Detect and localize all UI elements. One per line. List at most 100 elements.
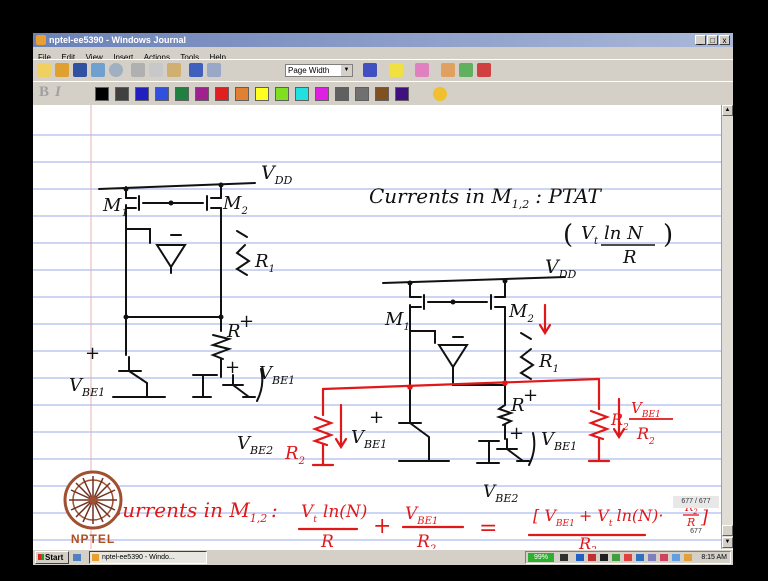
zoom-value: Page Width xyxy=(288,66,330,75)
paste-icon[interactable] xyxy=(167,63,181,77)
color-swatch[interactable] xyxy=(315,87,329,101)
term3-ratio-den: R xyxy=(686,516,695,529)
chevron-down-icon[interactable]: ▼ xyxy=(341,65,352,76)
color-swatch[interactable] xyxy=(215,87,229,101)
close-button[interactable]: x xyxy=(719,35,730,45)
color-swatch[interactable] xyxy=(355,87,369,101)
tray-wifi-icon[interactable] xyxy=(672,554,680,561)
menu-insert[interactable]: Insert xyxy=(113,53,134,62)
menu-help[interactable]: Help xyxy=(209,53,226,62)
clock: 8:15 AM xyxy=(701,554,727,561)
start-label: Start xyxy=(45,553,64,562)
color-swatch[interactable] xyxy=(155,87,169,101)
menu-view[interactable]: View xyxy=(85,53,103,62)
journal-page[interactable]: VDD M1 M2 R1 R + + + VBE1 VBE1 Currents … xyxy=(33,105,721,549)
vbe1-label-right: VBE1 xyxy=(351,427,387,451)
open-icon[interactable] xyxy=(55,63,69,77)
highlight-color-icon[interactable] xyxy=(433,87,447,101)
red-colon: : xyxy=(271,498,278,522)
r1-label-left: R1 xyxy=(254,251,275,275)
undo-icon[interactable] xyxy=(189,63,203,77)
heading-currents: Currents in M1,2: PTAT xyxy=(369,184,602,211)
italic-button[interactable]: I xyxy=(55,84,61,100)
lasso-icon[interactable] xyxy=(441,63,455,77)
ptat-paren-close: ) xyxy=(663,220,673,250)
term1-denominator: R xyxy=(320,532,334,549)
tray-app-icon[interactable] xyxy=(600,554,608,561)
scroll-thumb[interactable] xyxy=(722,525,733,536)
zoom-select[interactable]: Page Width ▼ xyxy=(285,64,353,77)
start-button[interactable]: Start xyxy=(35,551,69,564)
bold-button[interactable]: B xyxy=(39,84,50,100)
color-swatch[interactable] xyxy=(395,87,409,101)
taskbar-item-label: nptel-ee5390 - Windo... xyxy=(102,554,175,561)
journal-task-icon xyxy=(92,554,99,561)
vbe1-over-r2-den: R2 xyxy=(636,424,655,447)
eraser-icon[interactable] xyxy=(415,63,429,77)
color-swatch[interactable] xyxy=(135,87,149,101)
cut-icon[interactable] xyxy=(131,63,145,77)
red-annotations xyxy=(297,303,647,537)
nptel-logo-text: NPTEL xyxy=(70,532,116,546)
vertical-scrollbar[interactable]: ▲ ▼ xyxy=(721,105,733,549)
menu-edit[interactable]: Edit xyxy=(61,53,76,62)
window-title: nptel-ee5390 - Windows Journal xyxy=(49,35,186,45)
ink-canvas[interactable]: VDD M1 M2 R1 R + + + VBE1 VBE1 Currents … xyxy=(33,105,721,549)
nptel-logo: NPTEL xyxy=(61,468,125,550)
color-swatch[interactable] xyxy=(195,87,209,101)
ptat-denominator: R xyxy=(622,247,637,268)
taskbar-item-journal[interactable]: nptel-ee5390 - Windo... xyxy=(89,551,207,564)
copy-icon[interactable] xyxy=(149,63,163,77)
antivirus-icon[interactable] xyxy=(588,554,596,561)
r-label-left: R xyxy=(226,321,241,342)
speaker-icon[interactable] xyxy=(560,554,568,561)
menu-file[interactable]: File xyxy=(38,53,51,62)
tray-pen-icon[interactable] xyxy=(648,554,656,561)
plus-label-right-2: + xyxy=(509,423,524,444)
highlighter-icon[interactable] xyxy=(389,63,403,77)
redo-icon[interactable] xyxy=(207,63,221,77)
left-circuit xyxy=(98,182,264,402)
maximize-button[interactable]: □ xyxy=(707,35,718,45)
menu-tools[interactable]: Tools xyxy=(180,53,200,62)
term3-close-bracket: ] xyxy=(700,507,709,528)
send-icon[interactable] xyxy=(91,63,105,77)
standard-toolbar: Page Width ▼ xyxy=(33,59,733,81)
new-note-icon[interactable] xyxy=(37,63,51,77)
color-swatch[interactable] xyxy=(335,87,349,101)
color-swatch[interactable] xyxy=(95,87,109,101)
m1-label-right: M1 xyxy=(384,309,410,333)
network-icon[interactable] xyxy=(576,554,584,561)
color-swatch[interactable] xyxy=(235,87,249,101)
color-swatch[interactable] xyxy=(275,87,289,101)
plus-label-vbe-left: + xyxy=(85,343,100,364)
color-swatch[interactable] xyxy=(295,87,309,101)
color-swatch[interactable] xyxy=(255,87,269,101)
format-toolbar: B I xyxy=(33,81,733,105)
tray-power-icon[interactable] xyxy=(684,554,692,561)
page-count: 677 / 677 xyxy=(673,496,719,508)
tray-sync-icon[interactable] xyxy=(612,554,620,561)
vbe2-label: VBE2 xyxy=(237,433,273,457)
red-heading-currents: Currents in M1,2 xyxy=(107,498,267,525)
insert-space-icon[interactable] xyxy=(459,63,473,77)
tray-display-icon[interactable] xyxy=(636,554,644,561)
ruled-lines xyxy=(33,134,721,541)
r-label-right: R xyxy=(510,395,525,416)
flag-icon[interactable] xyxy=(477,63,491,77)
save-icon[interactable] xyxy=(73,63,87,77)
color-swatch[interactable] xyxy=(375,87,389,101)
menu-actions[interactable]: Actions xyxy=(143,53,170,62)
color-swatch[interactable] xyxy=(175,87,189,101)
find-icon[interactable] xyxy=(109,63,123,77)
pen-icon[interactable] xyxy=(363,63,377,77)
color-swatch[interactable] xyxy=(115,87,129,101)
scroll-down-icon[interactable]: ▼ xyxy=(722,537,733,548)
battery-indicator[interactable]: 99% xyxy=(528,553,554,562)
tray-security-icon[interactable] xyxy=(660,554,668,561)
scroll-up-icon[interactable]: ▲ xyxy=(722,105,733,116)
m1-label-left: M1 xyxy=(102,195,128,219)
tray-alert-icon[interactable] xyxy=(624,554,632,561)
quick-launch-icon[interactable] xyxy=(73,554,81,561)
minimize-button[interactable]: _ xyxy=(695,35,706,45)
